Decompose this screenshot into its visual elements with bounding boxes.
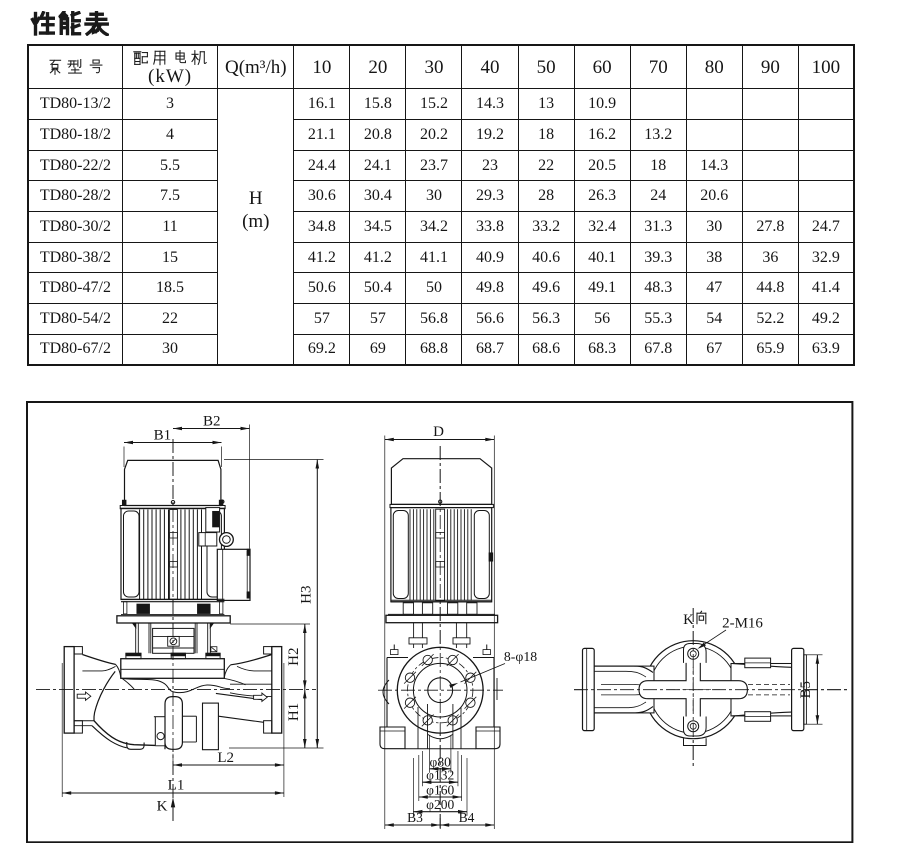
- svg-text:φ200: φ200: [426, 797, 454, 812]
- svg-text:D: D: [433, 424, 444, 440]
- svg-text:L1: L1: [168, 777, 185, 793]
- svg-text:K: K: [157, 798, 168, 814]
- svg-text:H1: H1: [286, 703, 302, 721]
- svg-text:φ132: φ132: [426, 768, 454, 783]
- svg-text:L2: L2: [217, 750, 234, 766]
- svg-text:B2: B2: [203, 413, 221, 429]
- svg-text:B3: B3: [407, 810, 423, 825]
- svg-text:K: K: [683, 612, 694, 628]
- svg-text:2-M16: 2-M16: [722, 616, 763, 632]
- svg-text:B5: B5: [798, 681, 814, 699]
- svg-text:φ160: φ160: [426, 783, 454, 798]
- svg-text:φ80: φ80: [430, 754, 452, 769]
- svg-text:H3: H3: [298, 586, 314, 604]
- svg-text:8-φ18: 8-φ18: [504, 649, 537, 664]
- svg-text:B1: B1: [154, 428, 172, 444]
- svg-text:B4: B4: [459, 810, 475, 825]
- svg-text:H2: H2: [286, 648, 302, 666]
